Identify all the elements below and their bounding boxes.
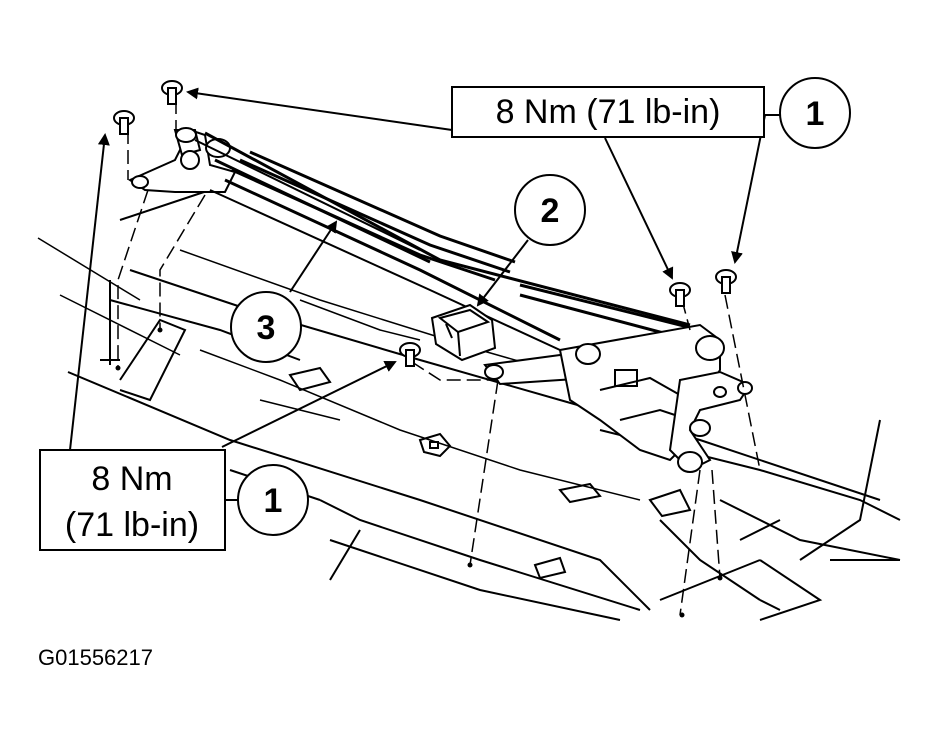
bolt-center	[399, 342, 421, 367]
torque-callout-left-line1: 8 Nm	[91, 460, 172, 498]
cowl-panel-lines	[37, 189, 901, 621]
torque-callout-top: 8 Nm (71 lb-in)	[451, 86, 765, 138]
callout-circle-2: 2	[514, 174, 586, 246]
callout-1-top-label: 1	[806, 95, 825, 133]
callout-circle-3: 3	[230, 291, 302, 363]
callout-1-left-label: 1	[264, 482, 283, 520]
callout-2-label: 2	[541, 192, 560, 230]
torque-callout-left-line2: (71 lb-in)	[65, 506, 199, 544]
torque-callout-left: 8 Nm (71 lb-in)	[39, 449, 226, 551]
callout-circle-1-top: 1	[779, 77, 851, 149]
leader-arrows	[69, 87, 780, 501]
bolt-right-b	[715, 269, 737, 294]
bolt-right-a	[669, 282, 691, 307]
figure-id: G01556217	[38, 645, 153, 670]
callout-circle-1-left: 1	[237, 464, 309, 536]
bolt-top-left-a	[113, 110, 135, 135]
torque-callout-top-text: 8 Nm (71 lb-in)	[496, 93, 721, 131]
callout-3-label: 3	[257, 309, 276, 347]
bolt-top-left-b	[161, 80, 183, 105]
bolt-centerlines	[115, 100, 761, 618]
wiper-linkage-assembly	[127, 127, 753, 473]
